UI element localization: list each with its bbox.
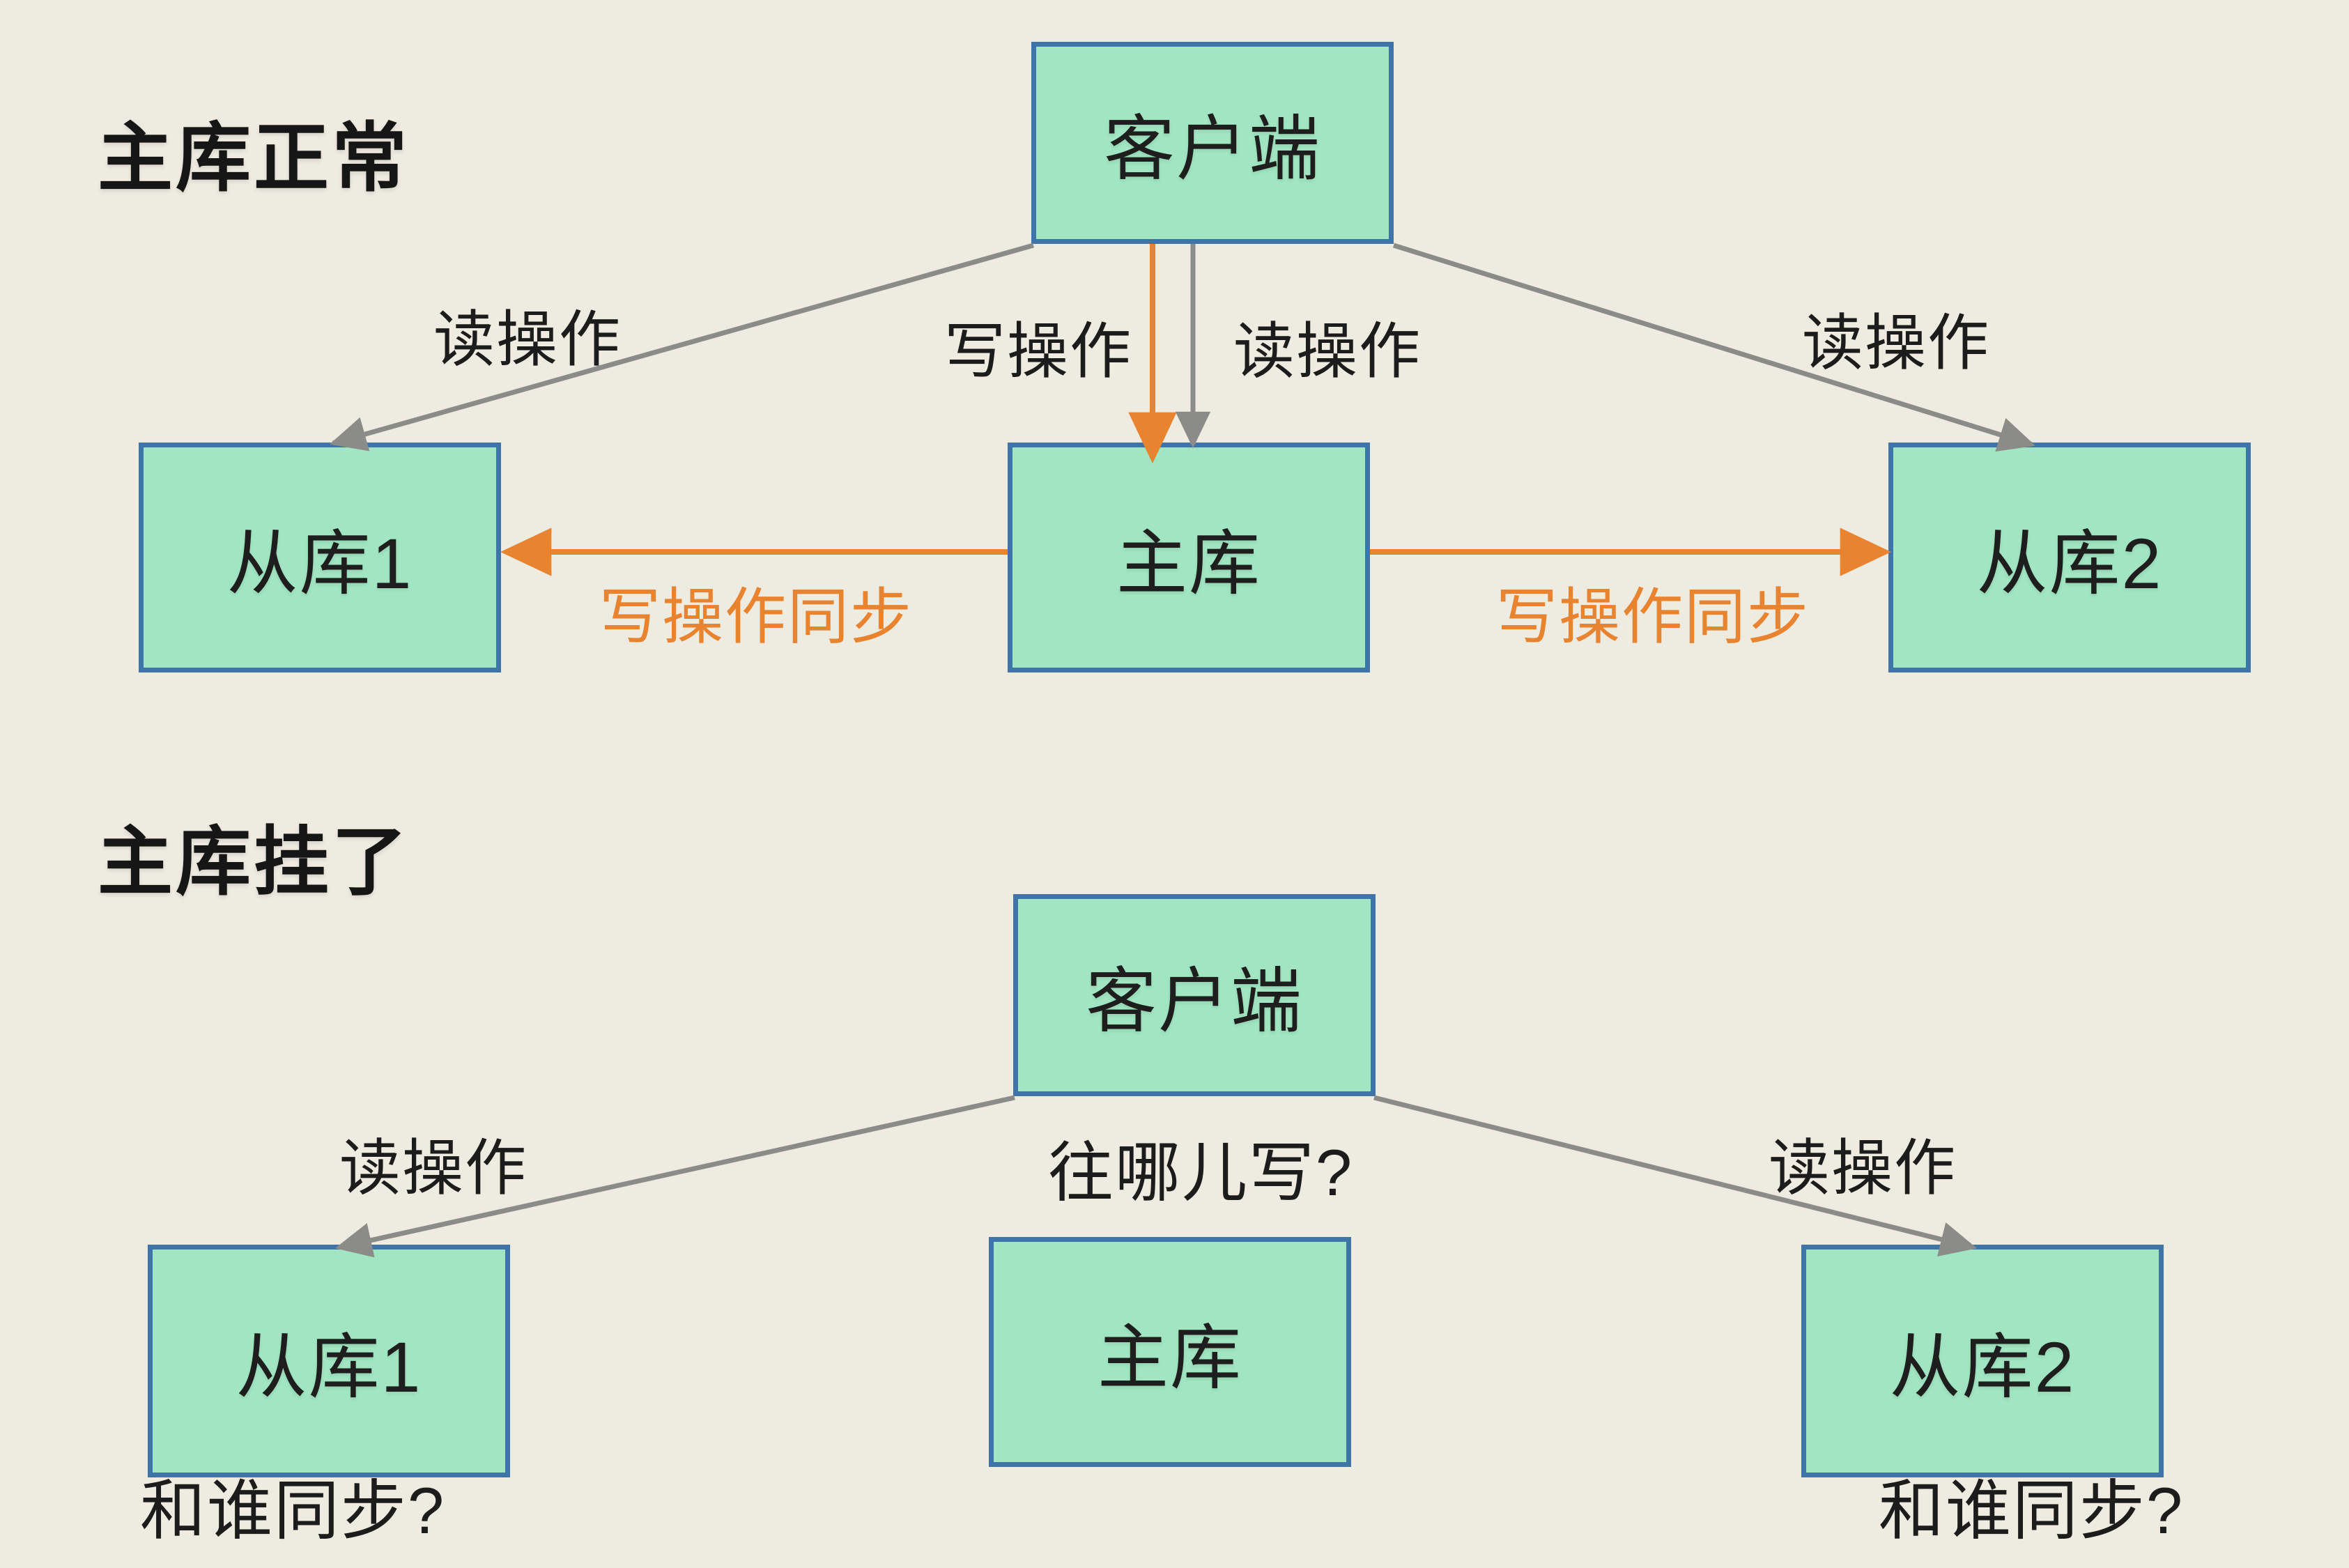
node-slave1-normal: 从库1 bbox=[139, 443, 501, 672]
node-client-normal: 客户端 bbox=[1031, 42, 1394, 244]
label-read-right-down: 读操作 bbox=[1768, 1133, 1957, 1203]
node-slave1-down: 从库1 bbox=[148, 1245, 510, 1477]
node-slave2-down-label: 从库2 bbox=[1889, 1327, 2076, 1407]
annotation-where-to-write: 往哪儿写? bbox=[1047, 1136, 1354, 1209]
node-master-normal-label: 主库 bbox=[1116, 523, 1261, 604]
label-read-mid-normal: 读操作 bbox=[1233, 316, 1422, 386]
label-sync-left: 写操作同步 bbox=[599, 582, 914, 652]
section-title-master-normal: 主库正常 bbox=[98, 116, 410, 200]
node-master-down-label: 主库 bbox=[1098, 1318, 1242, 1398]
label-write-normal: 写操作 bbox=[944, 316, 1133, 386]
label-read-left-normal: 读操作 bbox=[433, 305, 622, 374]
node-client-normal-label: 客户端 bbox=[1104, 109, 1321, 189]
node-master-normal: 主库 bbox=[1008, 443, 1370, 672]
node-slave1-down-label: 从库1 bbox=[236, 1327, 422, 1407]
node-slave1-normal-label: 从库1 bbox=[226, 523, 413, 604]
node-slave2-normal-label: 从库2 bbox=[1976, 523, 2163, 604]
node-master-down: 主库 bbox=[989, 1237, 1351, 1467]
section-title-master-down: 主库挂了 bbox=[98, 820, 410, 904]
node-slave2-normal: 从库2 bbox=[1888, 443, 2251, 672]
node-client-down-label: 客户端 bbox=[1086, 961, 1303, 1041]
label-read-left-down: 读操作 bbox=[339, 1133, 528, 1203]
label-read-right-normal: 读操作 bbox=[1801, 308, 1991, 378]
label-sync-right: 写操作同步 bbox=[1495, 582, 1810, 652]
annotation-sync-with-whom-right: 和谁同步? bbox=[1878, 1474, 2185, 1547]
node-slave2-down: 从库2 bbox=[1801, 1245, 2164, 1477]
annotation-sync-with-whom-left: 和谁同步? bbox=[139, 1474, 446, 1547]
node-client-down: 客户端 bbox=[1013, 894, 1376, 1096]
